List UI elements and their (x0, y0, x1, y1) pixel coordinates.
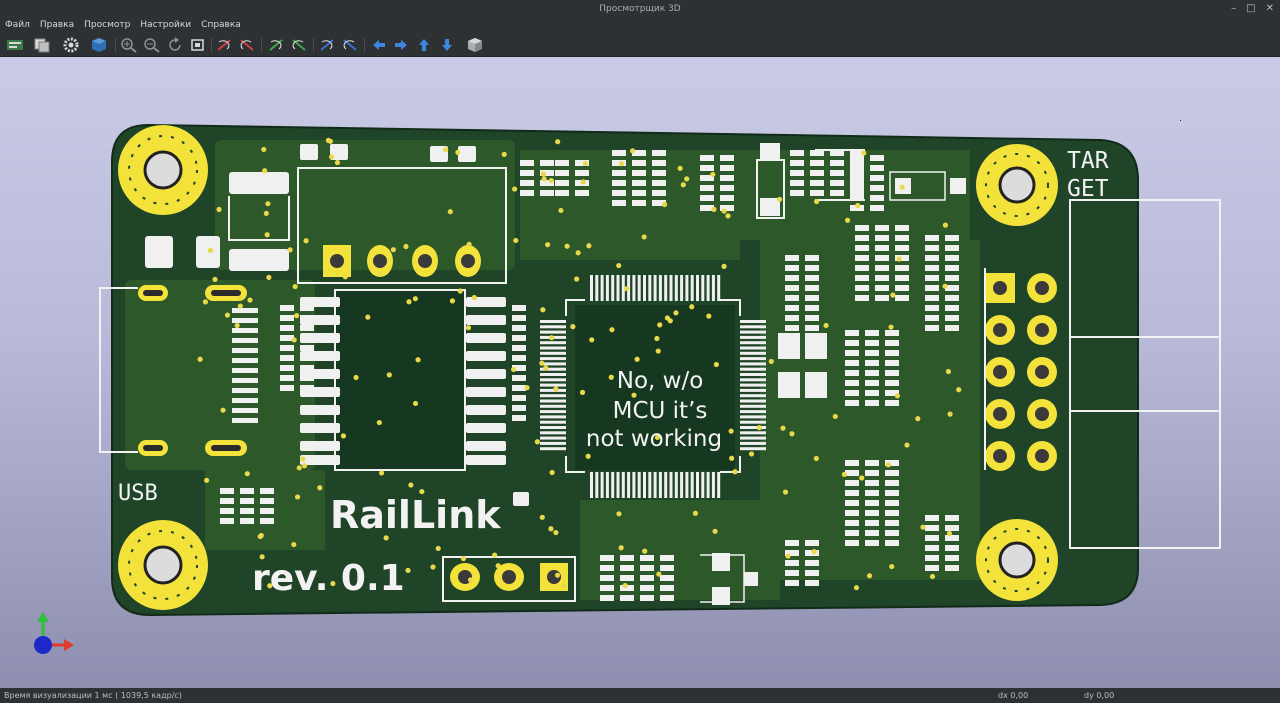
menu-view[interactable]: Просмотр (84, 20, 131, 30)
silk-note-3: not working (586, 426, 722, 452)
silk-note-2: MCU it’s (613, 398, 708, 424)
raytracing-toggle-button[interactable] (90, 36, 108, 53)
zoom-fit-button[interactable] (189, 36, 207, 53)
gear-icon (63, 37, 79, 52)
pcb-render: USB TAR GET RailLink rev. 0.1 No, w/o MC… (34, 120, 1221, 654)
axis-gizmo (34, 612, 74, 654)
rotate-y-ccw-button[interactable] (290, 36, 308, 53)
rotate-z-ccw-icon (343, 38, 357, 51)
usb-bridge-chip (300, 289, 506, 471)
zoom-fit-icon (191, 38, 204, 51)
rotate-y-ccw-icon (292, 38, 306, 51)
window-title: Просмотрщик 3D (599, 4, 681, 14)
redraw-button[interactable] (166, 36, 184, 53)
rotate-x-ccw-button[interactable] (238, 36, 256, 53)
rotate-x-cw-button[interactable] (215, 36, 233, 53)
cube-blue-icon (92, 37, 106, 52)
rotate-y-cw-button[interactable] (267, 36, 285, 53)
render-time-status: Время визуализации 1 мс ( 1039,5 кадр/с) (4, 691, 182, 700)
move-right-button[interactable] (392, 36, 410, 53)
silk-usb: USB (118, 481, 158, 506)
arrow-down-icon (442, 38, 452, 51)
move-left-button[interactable] (370, 36, 388, 53)
rotate-y-cw-icon (269, 38, 283, 51)
close-icon[interactable]: ✕ (1265, 3, 1274, 14)
silk-target-1: TAR (1067, 148, 1109, 174)
copy-3d-image-button[interactable] (33, 36, 51, 53)
zoom-out-icon (144, 37, 160, 53)
menu-preferences[interactable]: Настройки (140, 20, 192, 30)
silk-board-name: RailLink (330, 493, 501, 537)
rotate-z-cw-icon (320, 38, 334, 51)
rotate-x-ccw-icon (240, 38, 254, 51)
rotate-z-cw-button[interactable] (318, 36, 336, 53)
silk-note-1: No, w/o (617, 368, 704, 394)
rotate-z-ccw-button[interactable] (341, 36, 359, 53)
arrow-right-icon (395, 39, 407, 50)
zoom-in-button[interactable] (120, 36, 138, 53)
3d-viewport[interactable]: USB TAR GET RailLink rev. 0.1 No, w/o MC… (0, 57, 1280, 688)
maximize-icon[interactable]: □ (1246, 3, 1256, 14)
move-up-button[interactable] (415, 36, 433, 53)
header-4pin (323, 245, 481, 277)
arrow-left-icon (373, 39, 385, 50)
zoom-out-button[interactable] (143, 36, 161, 53)
mcu-footprint (540, 275, 766, 498)
menu-bar: Файл Правка Просмотр Настройки Справка (0, 18, 1280, 32)
orthographic-toggle-button[interactable] (466, 36, 484, 53)
rotate-x-cw-icon (217, 38, 231, 51)
window-controls: – □ ✕ (1231, 0, 1274, 18)
dx-status: dx 0,00 (998, 691, 1029, 700)
reload-board-button[interactable] (6, 36, 24, 53)
refresh-icon (169, 36, 181, 51)
ortho-cube-icon (468, 37, 482, 52)
target-connector-outline (984, 199, 1221, 549)
minimize-icon[interactable]: – (1231, 3, 1237, 14)
title-bar: Просмотрщик 3D – □ ✕ (0, 0, 1280, 18)
arrow-up-icon (419, 38, 429, 51)
reload-board-icon (7, 39, 23, 50)
toolbar (0, 32, 1280, 57)
move-down-button[interactable] (438, 36, 456, 53)
silk-revision: rev. 0.1 (252, 558, 405, 599)
dy-status: dy 0,00 (1084, 691, 1115, 700)
regulator-outline (297, 167, 507, 284)
silk-target-2: GET (1067, 176, 1109, 202)
menu-help[interactable]: Справка (201, 20, 241, 30)
target-header (985, 273, 1057, 471)
usb-connector (99, 285, 258, 456)
settings-3d-button[interactable] (62, 36, 80, 53)
header-3pin (442, 556, 576, 602)
menu-file[interactable]: Файл (5, 20, 30, 30)
status-bar: Время визуализации 1 мс ( 1039,5 кадр/с)… (0, 688, 1280, 703)
copy-image-icon (34, 38, 50, 52)
zoom-in-icon (121, 37, 137, 53)
mounting-holes (118, 125, 1058, 610)
menu-edit[interactable]: Правка (39, 20, 75, 30)
